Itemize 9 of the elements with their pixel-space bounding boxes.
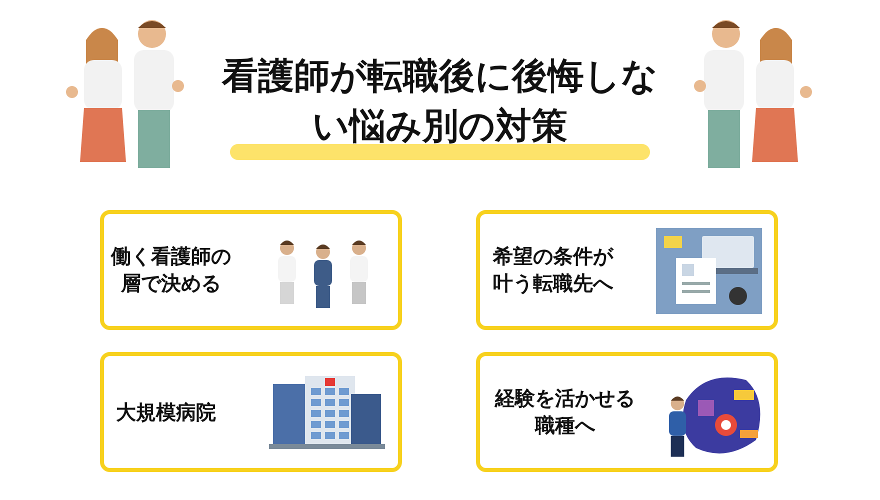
option-text: 希望の条件が叶う転職先へ	[492, 243, 614, 297]
option-card	[100, 352, 402, 472]
option-card	[476, 352, 778, 472]
option-card	[100, 210, 402, 330]
option-card	[476, 210, 778, 330]
option-text: 経験を活かせる職種へ	[494, 385, 636, 439]
title: 看護師が転職後に後悔しない悩み別の対策	[220, 55, 659, 149]
option-text: 大規模病院	[115, 398, 217, 426]
option-text: 働く看護師の層で決める	[110, 243, 232, 297]
